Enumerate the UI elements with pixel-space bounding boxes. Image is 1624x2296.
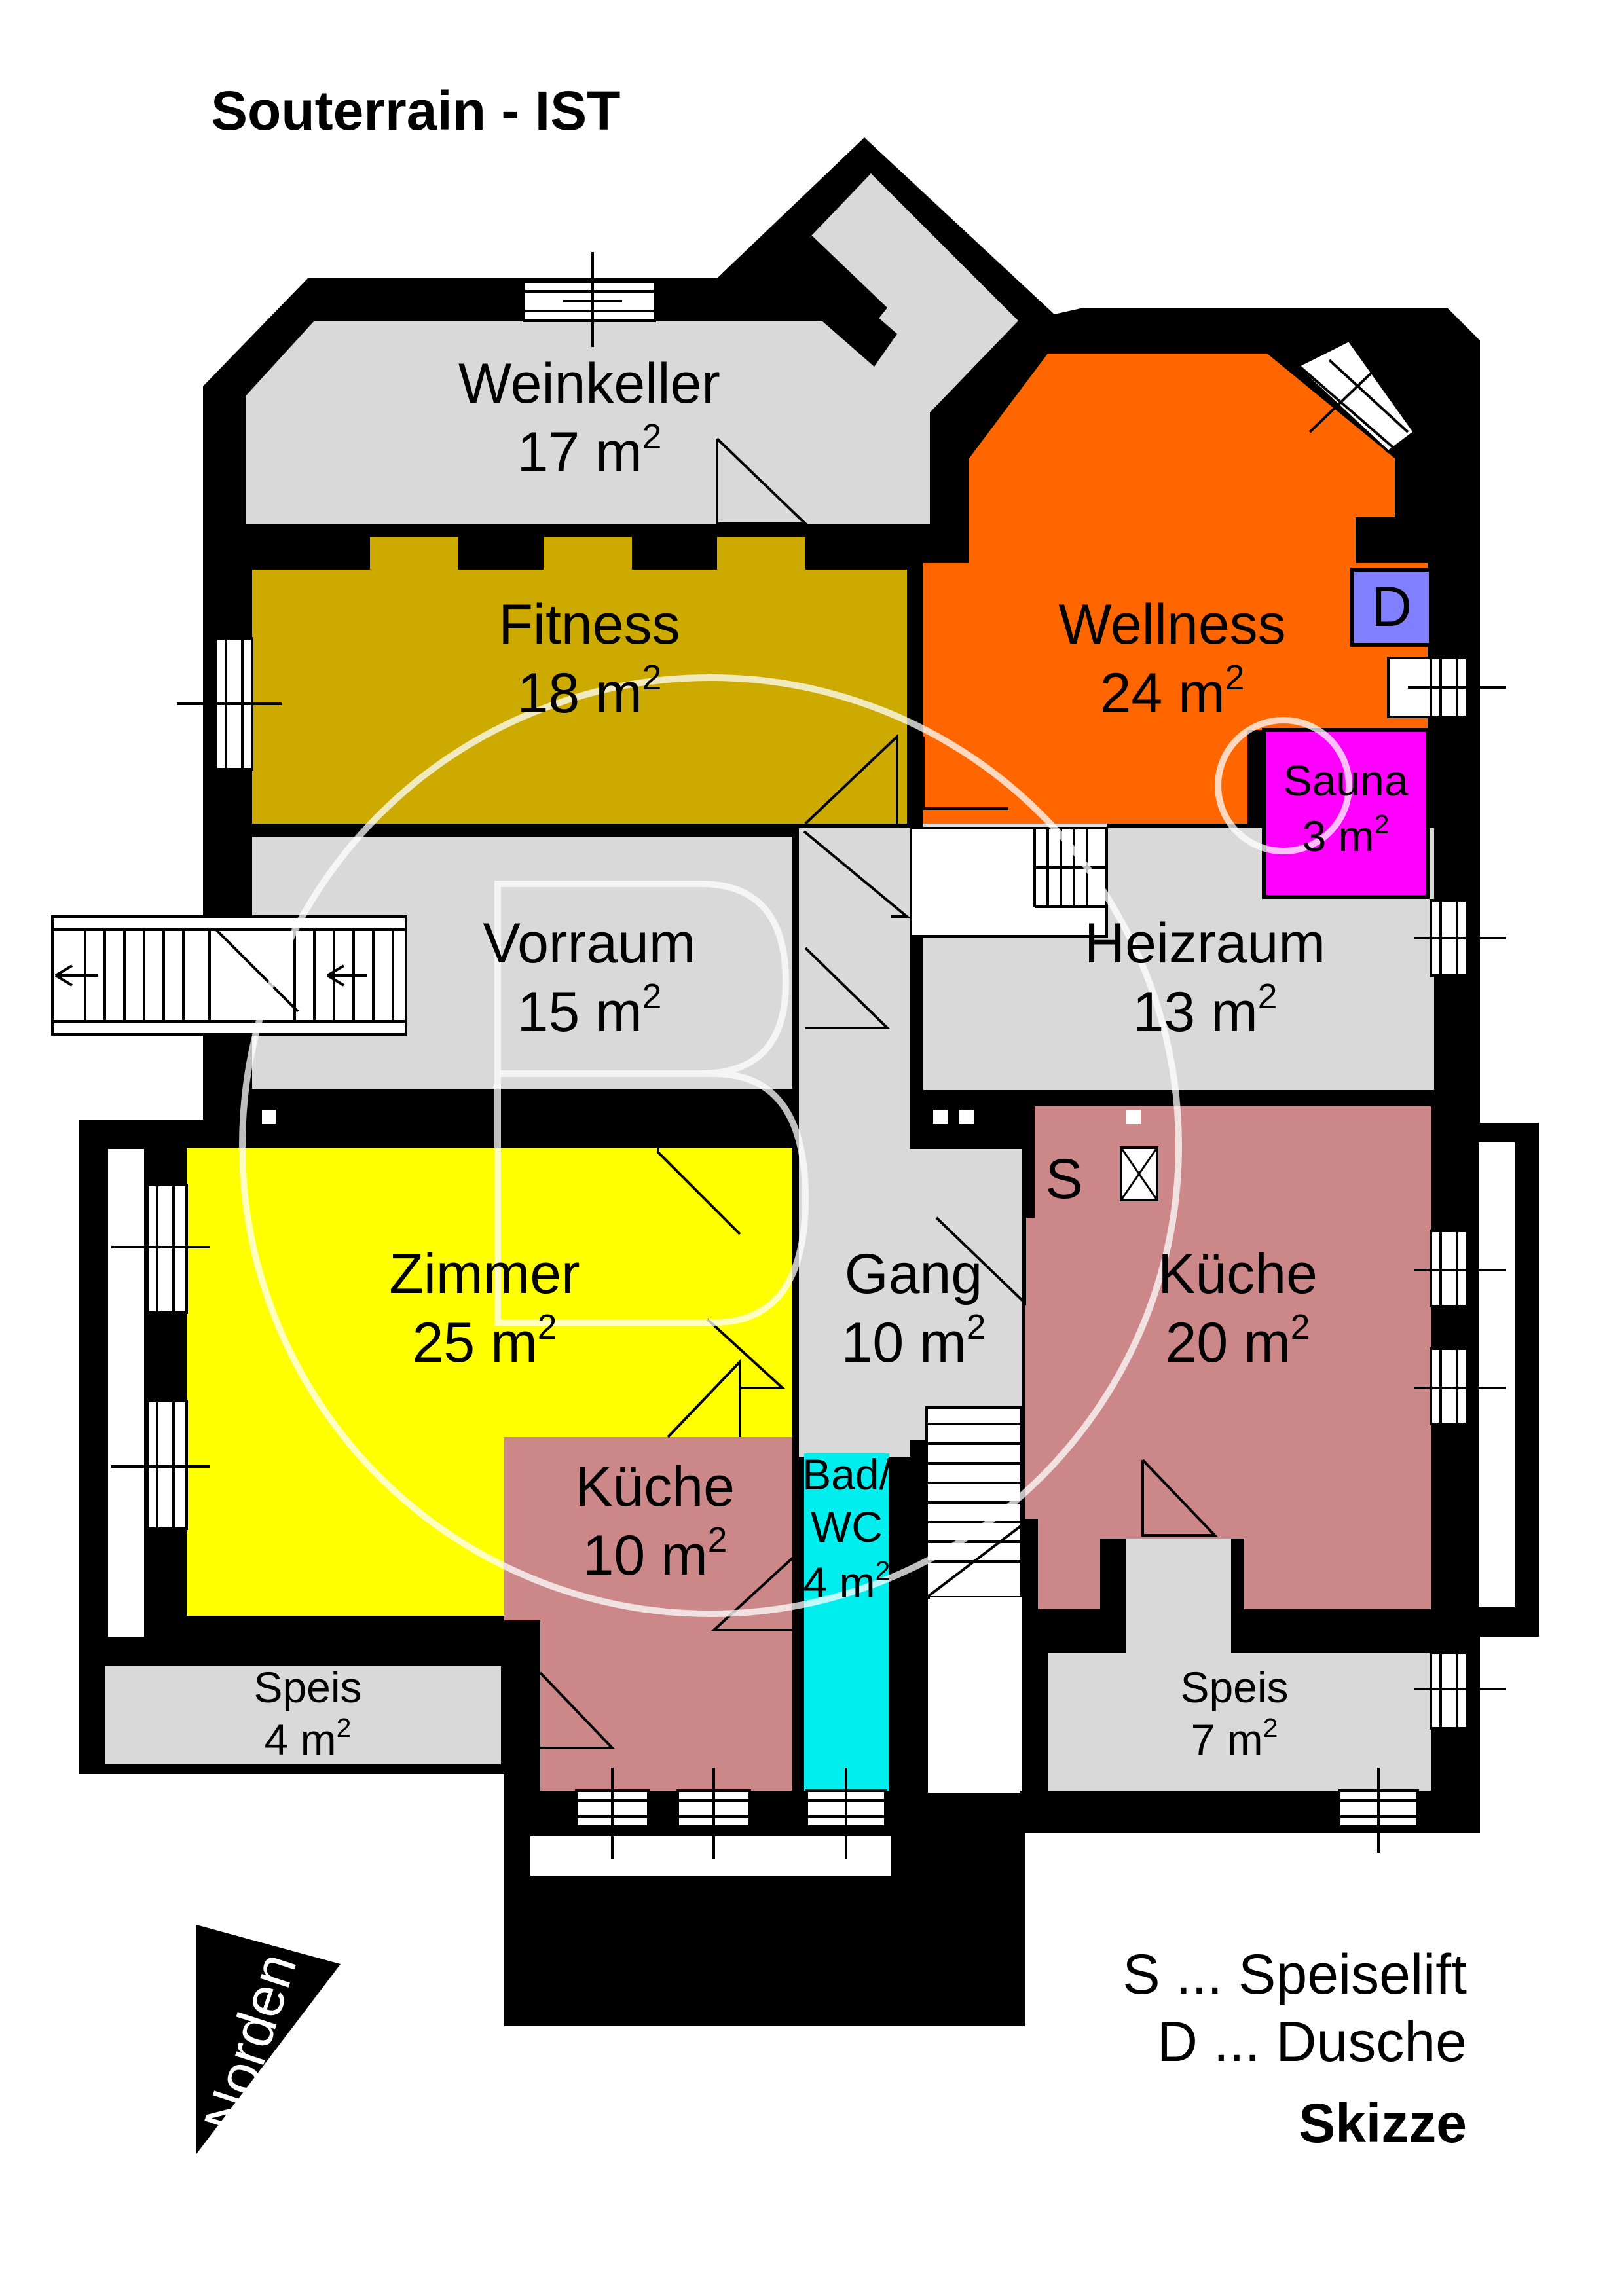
vorraum-name: Vorraum [483, 912, 695, 975]
light-well-left [108, 1149, 144, 1637]
room-bad-wc [804, 1453, 889, 1791]
external-stair-left [51, 915, 407, 1036]
legend-speiselift: S ... Speiselift [1122, 1943, 1467, 2006]
zimmer-area: 25 m2 [413, 1308, 557, 1374]
kueche-west-area: 10 m2 [583, 1521, 728, 1587]
wall-piers [262, 1110, 1141, 1124]
wellness-area: 24 m2 [1100, 659, 1245, 725]
room-wellness [923, 354, 1428, 824]
heizraum-name: Heizraum [1084, 912, 1325, 975]
windows [111, 252, 1506, 1859]
vorraum-area: 15 m2 [517, 977, 662, 1044]
dusche-label: D [1371, 575, 1412, 638]
room-speis-ost [1048, 1539, 1431, 1791]
weinkeller-name: Weinkeller [458, 352, 720, 415]
room-kueche-ost [1025, 1106, 1431, 1609]
watermark-logo [239, 674, 1352, 1617]
light-well-bottom [530, 1836, 891, 1876]
bad-wc-area: 4 m2 [803, 1556, 891, 1607]
heizraum-area: 13 m2 [1133, 977, 1278, 1044]
room-kueche-west [509, 1440, 792, 1791]
sauna-area: 3 m2 [1302, 809, 1390, 860]
gang-name: Gang [845, 1243, 982, 1305]
wellness-name: Wellness [1058, 593, 1285, 656]
legend-skizze: Skizze [1299, 2092, 1467, 2154]
speis-west-area: 4 m2 [265, 1713, 352, 1764]
kueche-ost-area: 20 m2 [1166, 1308, 1310, 1374]
bad-wc-name-2: WC [811, 1503, 883, 1551]
room-fitness [252, 537, 907, 824]
kueche-ost-name: Küche [1158, 1243, 1318, 1305]
north-arrow-icon [196, 1925, 341, 2154]
light-well-right [1479, 1142, 1515, 1607]
room-labels: Weinkeller 17 m2 Fitness 18 m2 Wellness … [253, 352, 1408, 1764]
zimmer-name: Zimmer [389, 1243, 580, 1305]
legend-dusche: D ... Dusche [1157, 2011, 1467, 2073]
plan-title: Souterrain - IST [211, 80, 620, 141]
gang-area: 10 m2 [841, 1308, 986, 1374]
dusche-marker [1350, 568, 1433, 647]
speis-ost-name: Speis [1180, 1663, 1288, 1711]
legend: S ... Speiselift D ... Dusche Skizze [1122, 1943, 1467, 2154]
sauna-name: Sauna [1283, 756, 1409, 805]
weinkeller-area: 17 m2 [517, 418, 662, 484]
bad-wc-name-1: Bad/ [802, 1450, 891, 1499]
speiselift-marker: S [1045, 1148, 1082, 1211]
room-speis-west [105, 1666, 501, 1764]
speis-ost-area: 7 m2 [1191, 1713, 1278, 1764]
fitness-area: 18 m2 [517, 659, 662, 725]
north-arrow: Norden [192, 1925, 341, 2154]
fitness-name: Fitness [498, 593, 680, 656]
kueche-west-name: Küche [575, 1455, 735, 1518]
door-swings [539, 437, 1218, 1749]
speis-west-name: Speis [253, 1663, 361, 1711]
